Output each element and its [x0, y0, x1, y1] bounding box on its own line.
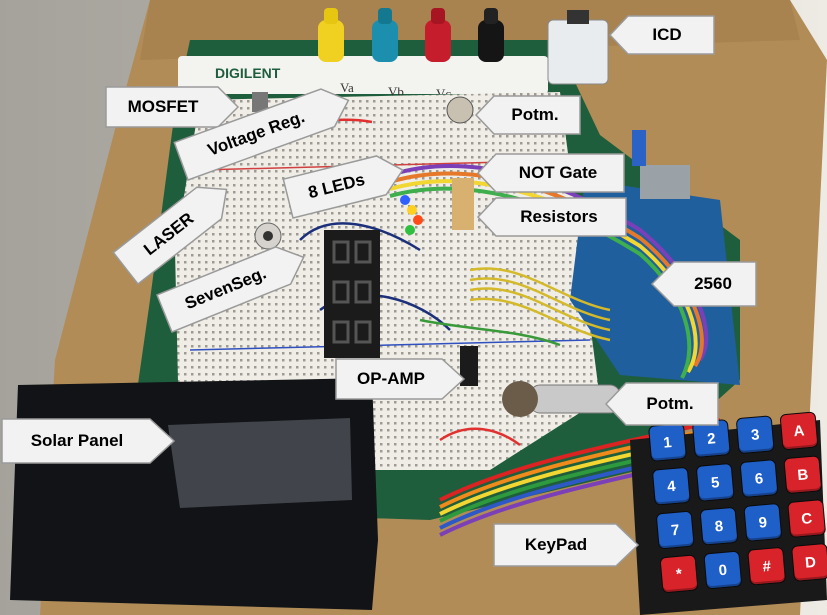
keypad-key[interactable]: A	[779, 411, 819, 451]
callout-opamp-label: OP-AMP	[357, 369, 425, 388]
led-row	[400, 195, 423, 235]
keypad-key[interactable]: 6	[739, 459, 779, 499]
keypad-key[interactable]: *	[659, 554, 699, 594]
keypad-key[interactable]: D	[791, 542, 827, 582]
potentiometer-top	[446, 96, 474, 124]
callout-icd-label: ICD	[652, 25, 682, 44]
callout-2560-label: 2560	[694, 274, 732, 293]
keypad-key[interactable]: 1	[648, 422, 688, 462]
callout-not-gate: NOT Gate	[476, 153, 625, 193]
keypad-key[interactable]: 5	[695, 462, 735, 502]
keypad-key[interactable]: 8	[699, 506, 739, 546]
callout-sevenseg: SevenSeg.	[156, 239, 311, 333]
callout-potm-bottom: Potm.	[604, 382, 719, 426]
callout-potm-top: Potm.	[474, 95, 581, 135]
svg-text:DIGILENT: DIGILENT	[215, 65, 281, 81]
keypad-key[interactable]: 3	[735, 415, 775, 455]
callout-not-gate-label: NOT Gate	[518, 163, 598, 182]
keypad-key[interactable]: B	[783, 455, 823, 495]
callout-solar-label: Solar Panel	[30, 431, 124, 450]
callout-mosfet: MOSFET	[105, 86, 240, 128]
keypad-key[interactable]: 0	[703, 550, 743, 590]
callout-leds: 8 LEDs	[282, 151, 407, 219]
terminal-strip	[178, 56, 548, 94]
callout-keypad-label: KeyPad	[524, 535, 588, 554]
mosfet	[252, 92, 268, 112]
callout-solar: Solar Panel	[1, 418, 176, 464]
keypad-key[interactable]: 4	[651, 466, 691, 506]
callout-potm-top-label: Potm.	[511, 105, 559, 124]
keypad-key[interactable]: 9	[743, 502, 783, 542]
callout-2560: 2560	[650, 261, 757, 307]
callout-keypad: KeyPad	[493, 523, 640, 567]
svg-text:Va: Va	[340, 80, 354, 95]
callout-voltage-reg: Voltage Reg.	[173, 82, 355, 181]
icd-board	[547, 19, 609, 85]
op-amp-chip	[460, 346, 478, 386]
resistors	[452, 178, 474, 230]
callout-laser: LASER	[112, 174, 238, 286]
svg-text:Vb: Vb	[388, 84, 404, 99]
keypad-key[interactable]: 7	[655, 510, 695, 550]
callout-mosfet-label: MOSFET	[127, 97, 199, 116]
callout-potm-bottom-label: Potm.	[646, 394, 694, 413]
callout-opamp: OP-AMP	[335, 358, 466, 400]
callout-resistors-label: Resistors	[520, 207, 598, 226]
callout-icd: ICD	[608, 15, 715, 55]
keypad-key[interactable]: #	[747, 546, 787, 586]
binding-posts	[318, 8, 504, 62]
callout-resistors: Resistors	[476, 197, 627, 237]
keypad-key[interactable]: C	[787, 499, 827, 539]
seven-segment-display	[324, 230, 380, 358]
